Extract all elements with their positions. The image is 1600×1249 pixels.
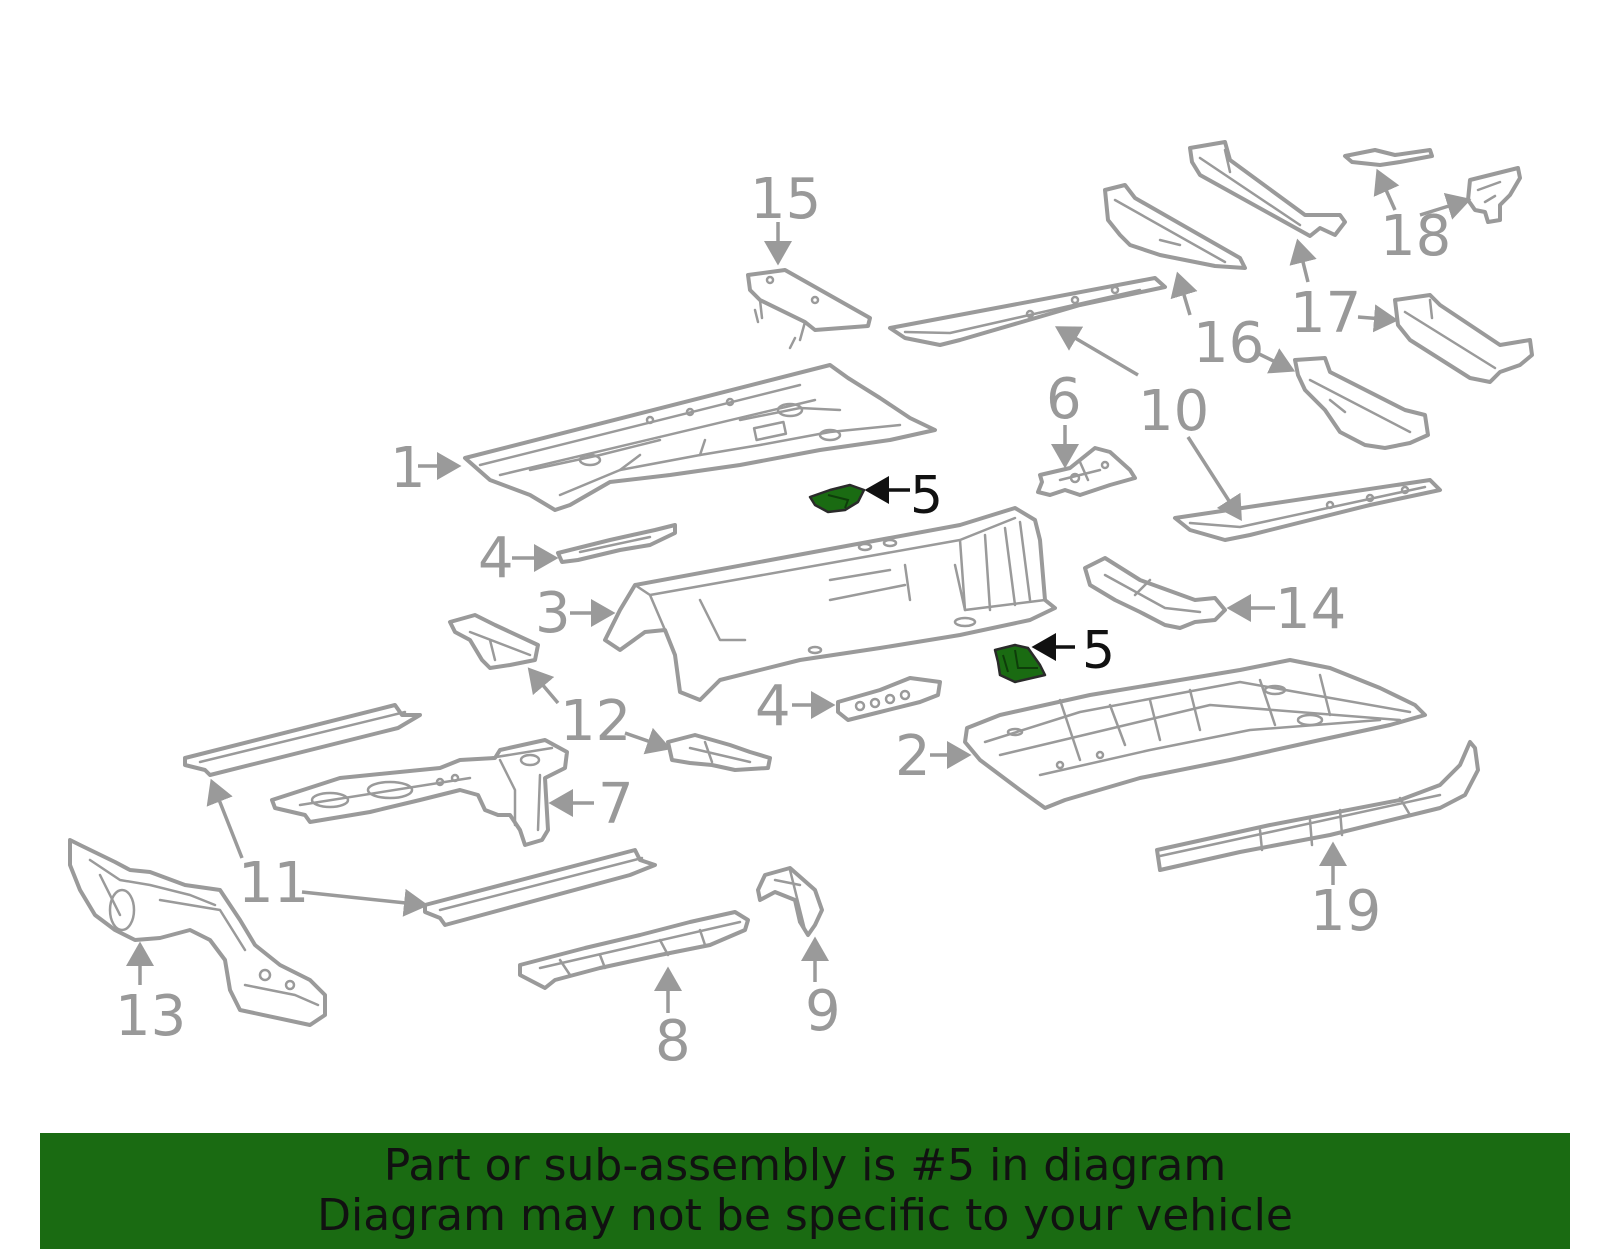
callout-8: 8 [655,1009,691,1074]
callout-7: 7 [598,772,634,837]
part-19-rocker-panel [1155,740,1480,872]
part-1-front-floor-pan [463,363,937,512]
callout-4-upper: 4 [478,526,514,591]
callout-5-lower: 5 [1082,621,1115,681]
part-15-bracket [746,268,872,350]
callout-10-upper: 10 [1138,379,1209,444]
part-17-lower-member [1393,293,1534,384]
part-4-upper-reinforcement [556,523,677,564]
callout-4-lower: 4 [755,674,791,739]
callout-numbers: 15 1 10 16 17 18 6 5 4 3 14 5 12 4 2 7 1… [115,167,1451,1074]
part-13-wheel-house [68,838,327,1027]
callout-18: 18 [1380,204,1451,269]
callout-12: 12 [560,689,631,754]
part-2-rear-floor-pan [963,658,1427,810]
part-10-upper-rail [888,276,1167,347]
part-12-lower-bracket [666,733,772,772]
part-8-crossmember [518,910,750,990]
part-4-lower-reinforcement [836,676,942,722]
part-9-bracket [756,866,824,937]
callout-6: 6 [1046,367,1082,432]
part-12-upper-bracket [448,613,540,670]
part-11-upper-sill [183,703,422,777]
parts-diagram: 15 1 10 16 17 18 6 5 4 3 14 5 12 4 2 7 1… [68,140,1534,1074]
part-16-lower-member [1293,356,1430,450]
part-17-upper-member [1188,140,1347,238]
leader-lines [126,168,1472,1013]
banner-line-1: Part or sub-assembly is #5 in diagram [383,1140,1227,1191]
part-18-brackets [1343,148,1522,224]
callout-11: 11 [238,851,309,916]
callout-15: 15 [750,167,821,232]
info-banner: Part or sub-assembly is #5 in diagram Di… [40,1133,1570,1249]
callout-13: 13 [115,984,186,1049]
callout-2: 2 [895,724,931,789]
callout-16: 16 [1193,311,1264,376]
part-16-upper-member [1103,183,1247,270]
part-7-member [270,738,569,847]
part-10-lower-rail [1173,478,1442,542]
part-3-floor-tunnel [603,506,1057,702]
callout-1: 1 [390,436,426,501]
part-14-crossmember [1083,556,1227,630]
part-6-bracket [1036,446,1137,497]
callout-3: 3 [535,581,571,646]
part-5-upper-highlighted [808,483,866,514]
callout-9: 9 [805,979,841,1044]
callout-5-upper: 5 [910,466,943,526]
callout-17: 17 [1290,281,1361,346]
part-11-lower-sill [423,848,657,927]
callout-14: 14 [1275,577,1346,642]
callout-19: 19 [1310,879,1381,944]
banner-line-2: Diagram may not be specific to your vehi… [317,1190,1293,1241]
part-5-lower-highlighted [993,643,1047,684]
